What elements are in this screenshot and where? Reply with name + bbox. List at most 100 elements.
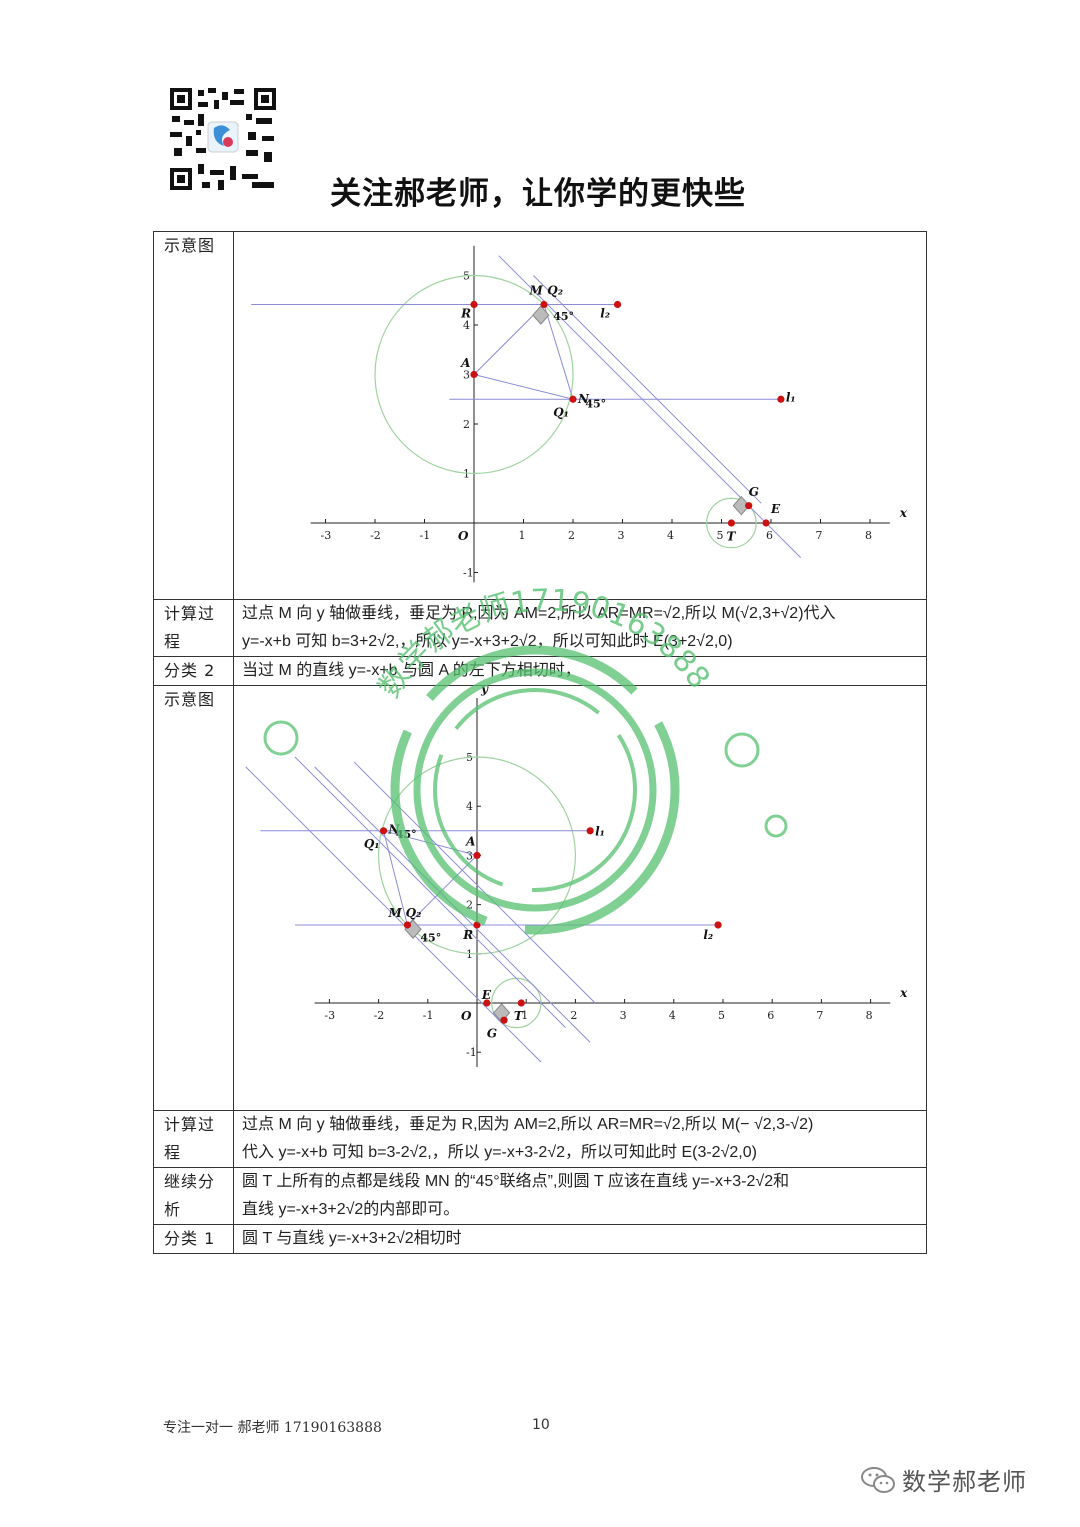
row-text-line: 直线 y=-x+3+2√2的内部即可。: [242, 1201, 460, 1218]
point-label-E: E: [770, 502, 781, 516]
point-marker: [517, 999, 525, 1007]
point-marker: [470, 370, 478, 379]
y-tick-label: 1: [463, 468, 470, 481]
point-label-T: T: [514, 1009, 524, 1023]
point-label-R: R: [462, 928, 473, 942]
point-label-Q2: Q₂: [406, 906, 422, 920]
row-content: 当过 M 的直线 y=-x+b 与圆 A 的左下方相切时，: [233, 656, 927, 686]
y-tick-label: 1: [466, 948, 473, 961]
row-text-line: 代入 y=-x+b 可知 b=3-2√2,，所以 y=-x+3-2√2，所以可知…: [242, 1144, 757, 1161]
point-label-A: A: [460, 356, 470, 370]
qr-code-icon: [168, 86, 278, 192]
x-tick-label: 4: [667, 529, 674, 542]
circle-A: [374, 274, 574, 475]
angle-label: 45°: [585, 398, 606, 411]
line-through-Q1: [353, 761, 596, 1004]
point-marker: [586, 827, 594, 835]
point-label-Q2: Q₂: [547, 283, 563, 297]
y-tick-label: -1: [463, 567, 474, 580]
row-text-line: 过点 M 向 y 轴做垂线，垂足为 R,因为 AM=2,所以 AR=MR=√2,…: [242, 605, 836, 622]
point-marker: [473, 921, 481, 929]
point-marker: [403, 921, 412, 929]
point-marker: [379, 827, 388, 835]
segment-AM: [473, 304, 545, 375]
page-header-title: 关注郝老师，让你学的更快些: [330, 176, 746, 212]
point-marker: [762, 519, 770, 527]
x-tick-label: -1: [423, 1009, 434, 1022]
row-label: 示意图: [153, 685, 234, 1111]
point-label-G: G: [749, 485, 759, 499]
y-tick-label: 4: [463, 319, 470, 332]
origin-label: O: [461, 1009, 472, 1023]
point-label-N: N: [577, 392, 590, 406]
row-content: 圆 T 上所有的点都是线段 MN 的“45°联络点”,则圆 T 应该在直线 y=…: [233, 1167, 927, 1225]
table-row: 分类 1 圆 T 与直线 y=-x+3+2√2相切时: [153, 1224, 927, 1254]
point-marker: [569, 395, 577, 403]
point-label-A: A: [465, 835, 475, 849]
footer-contact: 专注一对一 郝老师 17190163888: [163, 1420, 382, 1436]
x-tick-label: -3: [324, 1009, 335, 1022]
x-tick-label: 8: [866, 1009, 873, 1022]
page-number: 10: [532, 1417, 550, 1433]
point-label-Q1: Q₁: [553, 406, 569, 420]
x-tick-label: 6: [767, 1009, 774, 1022]
line-label-l2: l₂: [600, 307, 610, 321]
point-marker: [613, 300, 622, 309]
row-label: 计算过程: [153, 1110, 234, 1168]
x-tick-label: 7: [816, 1009, 823, 1022]
right-angle-mark: [532, 305, 550, 325]
point-label-M: M: [387, 906, 402, 920]
x-tick-label: 2: [568, 529, 575, 542]
x-tick-label: 5: [718, 1009, 725, 1022]
y-tick-label: 3: [463, 369, 470, 382]
point-marker: [500, 1016, 508, 1024]
row-label: 计算过程: [153, 599, 234, 657]
point-marker: [473, 851, 481, 859]
point-marker: [777, 395, 785, 403]
y-tick-label: 4: [466, 800, 473, 813]
line-parallel: [294, 756, 566, 1028]
line-label-l1: l₁: [595, 825, 605, 839]
x-axis-label: x: [899, 506, 908, 520]
table-row: 计算过程 过点 M 向 y 轴做垂线，垂足为 R,因为 AM=2,所以 AR=M…: [153, 599, 927, 657]
point-label-G: G: [487, 1026, 497, 1040]
row-label: 继续分析: [153, 1167, 234, 1225]
y-tick-label: 2: [466, 899, 473, 912]
right-angle-mark: [732, 495, 750, 516]
row-label: 示意图: [153, 231, 234, 600]
table-row: 分类 2 当过 M 的直线 y=-x+b 与圆 A 的左下方相切时，: [153, 656, 927, 686]
line-parallel: [314, 766, 591, 1043]
row-text-line: y=-x+b 可知 b=3+2√2,，所以 y=-x+3+2√2，所以可知此时 …: [242, 633, 733, 650]
x-tick-label: 7: [816, 529, 823, 542]
x-tick-label: 2: [570, 1009, 577, 1022]
point-label-T: T: [726, 529, 736, 543]
x-tick-label: 3: [620, 1009, 627, 1022]
segment-MN: [543, 304, 574, 400]
point-label-E: E: [481, 988, 492, 1002]
x-axis-label: x: [899, 986, 908, 1000]
x-tick-label: 8: [865, 529, 872, 542]
point-label-Q1: Q₁: [364, 837, 380, 851]
point-marker: [470, 300, 478, 309]
x-tick-label: -2: [370, 529, 381, 542]
row-label: 分类 1: [153, 1224, 234, 1254]
point-marker: [540, 300, 548, 309]
angle-label: 45°: [396, 828, 417, 841]
y-tick-label: 2: [463, 418, 470, 431]
row-content: 过点 M 向 y 轴做垂线，垂足为 R,因为 AM=2,所以 AR=MR=√2,…: [233, 599, 927, 657]
circle-T: [706, 497, 757, 549]
angle-label: 45°: [420, 932, 441, 945]
point-label-M: M: [528, 283, 543, 297]
table-row: 继续分析 圆 T 上所有的点都是线段 MN 的“45°联络点”,则圆 T 应该在…: [153, 1167, 927, 1225]
point-marker: [714, 921, 722, 929]
x-tick-label: 3: [618, 529, 625, 542]
x-tick-label: -3: [321, 529, 332, 542]
row-content: 圆 T 与直线 y=-x+3+2√2相切时: [233, 1224, 927, 1254]
y-tick-label: -1: [466, 1046, 477, 1059]
